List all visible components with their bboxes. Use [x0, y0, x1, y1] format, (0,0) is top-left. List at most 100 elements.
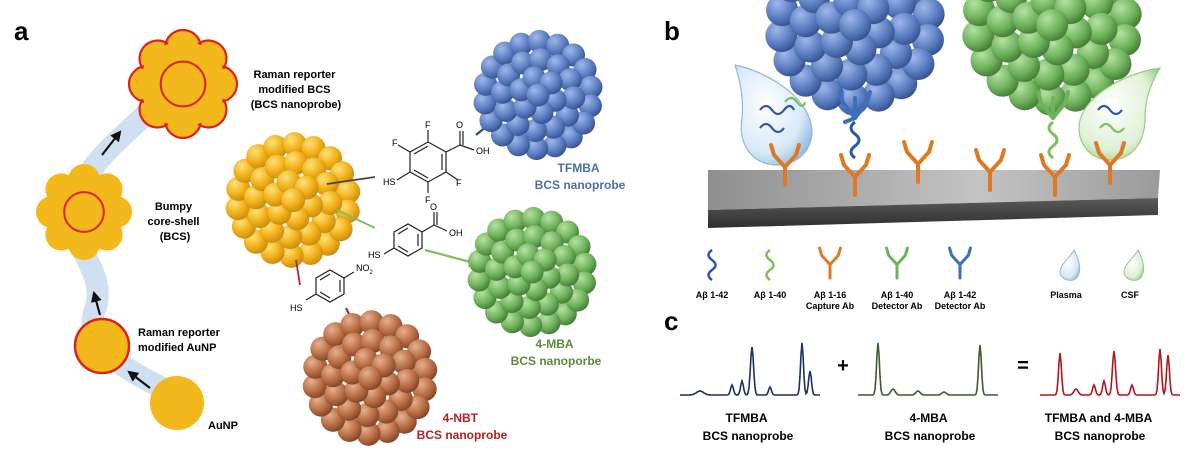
tfmba-molecule	[396, 130, 475, 193]
tfmba-spectrum	[680, 342, 820, 396]
cluster-sphere	[357, 365, 383, 391]
mba-spectrum-label: 4-MBA BCS nanoprobe	[885, 411, 976, 443]
bcs-nanoprobe-label: Raman reporter modified BCS (BCS nanopro…	[251, 69, 342, 111]
mba-hs: HS	[368, 250, 381, 260]
flower-shell-ring	[63, 191, 105, 233]
tfmba-f1: F	[392, 138, 398, 148]
csf-droplet-icon	[1123, 248, 1145, 281]
panel-letter-c: c	[664, 306, 678, 336]
legend-label-1: Aβ 1-40	[754, 290, 787, 300]
sensor-substrate-top	[708, 170, 1160, 210]
plasma-droplet-icon	[1059, 248, 1081, 281]
tfmba-hs: HS	[383, 177, 396, 187]
aunp-particle	[150, 376, 204, 430]
nbt-hs: HS	[290, 303, 303, 313]
green-detector-antibody	[1036, 90, 1070, 120]
flower-petal-outline	[221, 65, 239, 103]
cluster-sphere	[280, 187, 306, 213]
flower-core	[52, 180, 116, 244]
antibody-icon	[1094, 141, 1126, 185]
cluster-sphere	[520, 260, 544, 284]
cluster-sphere	[980, 0, 998, 3]
panel-letter-b: b	[664, 16, 680, 46]
bcs-nanoprobe-flower	[127, 28, 239, 140]
arrow-bcs-to-probe	[101, 130, 122, 156]
tfmba-probe-label: TFMBA BCS nanoprobe	[535, 161, 626, 192]
tfmba-f2: F	[425, 120, 431, 130]
mba-o: O	[430, 202, 437, 212]
bound-abeta42	[849, 120, 861, 160]
tfmba-oh: OH	[476, 146, 490, 156]
antibody-icon	[769, 143, 801, 187]
flower-petal-outline	[138, 98, 169, 129]
sensor-substrate-side	[708, 198, 1158, 228]
flower-petal-outline	[164, 28, 202, 46]
flower-petal-outline	[197, 98, 228, 129]
bound-abeta40	[1047, 120, 1059, 160]
cluster-sphere	[783, 0, 801, 3]
combined-spectrum	[1040, 348, 1180, 396]
capture-antibodies	[769, 140, 1126, 197]
flower-core	[147, 48, 219, 120]
tfmba-blue-cluster	[473, 29, 603, 161]
mba-green-cluster	[467, 206, 597, 338]
tfmba-f4: F	[425, 195, 431, 205]
modified-aunp-label: Raman reporter modified AuNP	[138, 327, 223, 354]
equals-sign: =	[1017, 355, 1029, 377]
legend-label-5: Plasma	[1050, 290, 1083, 300]
combined-spectrum-label: TFMBA and 4-MBA BCS nanoprobe	[1045, 411, 1155, 443]
plus-sign: +	[837, 355, 849, 377]
mba-connector	[336, 209, 376, 229]
gold-bcs-cluster	[225, 131, 361, 269]
aunp-label: AuNP	[208, 420, 238, 432]
mba-spectrum	[858, 342, 998, 396]
panel-letter-a: a	[14, 16, 29, 46]
cluster-sphere	[1035, 8, 1069, 42]
cluster-sphere	[838, 8, 872, 42]
cluster-sphere	[526, 83, 550, 107]
antibody-icon	[1039, 153, 1071, 197]
antibody-icon	[948, 246, 972, 280]
flower-petal-outline	[127, 65, 145, 103]
nbt-molecule	[305, 269, 355, 303]
mba-molecule	[383, 212, 448, 257]
bcs-label: Bumpy core-shell (BCS)	[147, 201, 202, 243]
flower-petal-outline	[197, 39, 228, 70]
panel-a: AuNP Raman reporter modified AuNP Bumpy …	[36, 28, 626, 447]
mba-oh: OH	[449, 228, 463, 238]
mba-probe-label: 4-MBA BCS nanoporbe	[511, 337, 602, 368]
nbt-no2: NO2	[356, 263, 374, 276]
antibody-icon	[885, 246, 909, 280]
legend-label-0: Aβ 1-42	[696, 290, 729, 300]
nbt-brown-cluster	[302, 309, 438, 447]
tfmba-spectrum-label: TFMBA BCS nanoprobe	[703, 411, 794, 443]
antibody-icon	[902, 140, 934, 184]
antibody-icon	[818, 246, 842, 280]
blue-detector-antibody	[838, 90, 872, 124]
flower-petal-outline	[138, 39, 169, 70]
nbt-probe-label: 4-NBT BCS nanoprobe	[417, 411, 508, 442]
tfmba-connector	[326, 176, 376, 185]
blue-peptide-icon	[707, 248, 717, 282]
panel-c: + = TFMBA BCS nanoprobe 4-MBA BCS nanopr…	[680, 342, 1180, 443]
arrow-modified-to-bcs	[91, 290, 102, 316]
arrow-aunp-to-modified	[127, 370, 151, 389]
modified-aunp-particle	[73, 317, 131, 375]
antibody-icon	[974, 148, 1006, 192]
tfmba-o: O	[456, 120, 463, 130]
tfmba-f3: F	[456, 178, 462, 188]
bcs-flower	[36, 164, 132, 260]
antibody-icon	[839, 153, 871, 197]
legend-label-6: CSF	[1121, 290, 1140, 300]
green-peptide-icon	[765, 248, 775, 282]
nbt-connector	[295, 259, 301, 286]
flower-shell-ring	[159, 60, 207, 108]
large-green-probe	[962, 0, 1142, 116]
large-blue-probe	[765, 0, 945, 116]
